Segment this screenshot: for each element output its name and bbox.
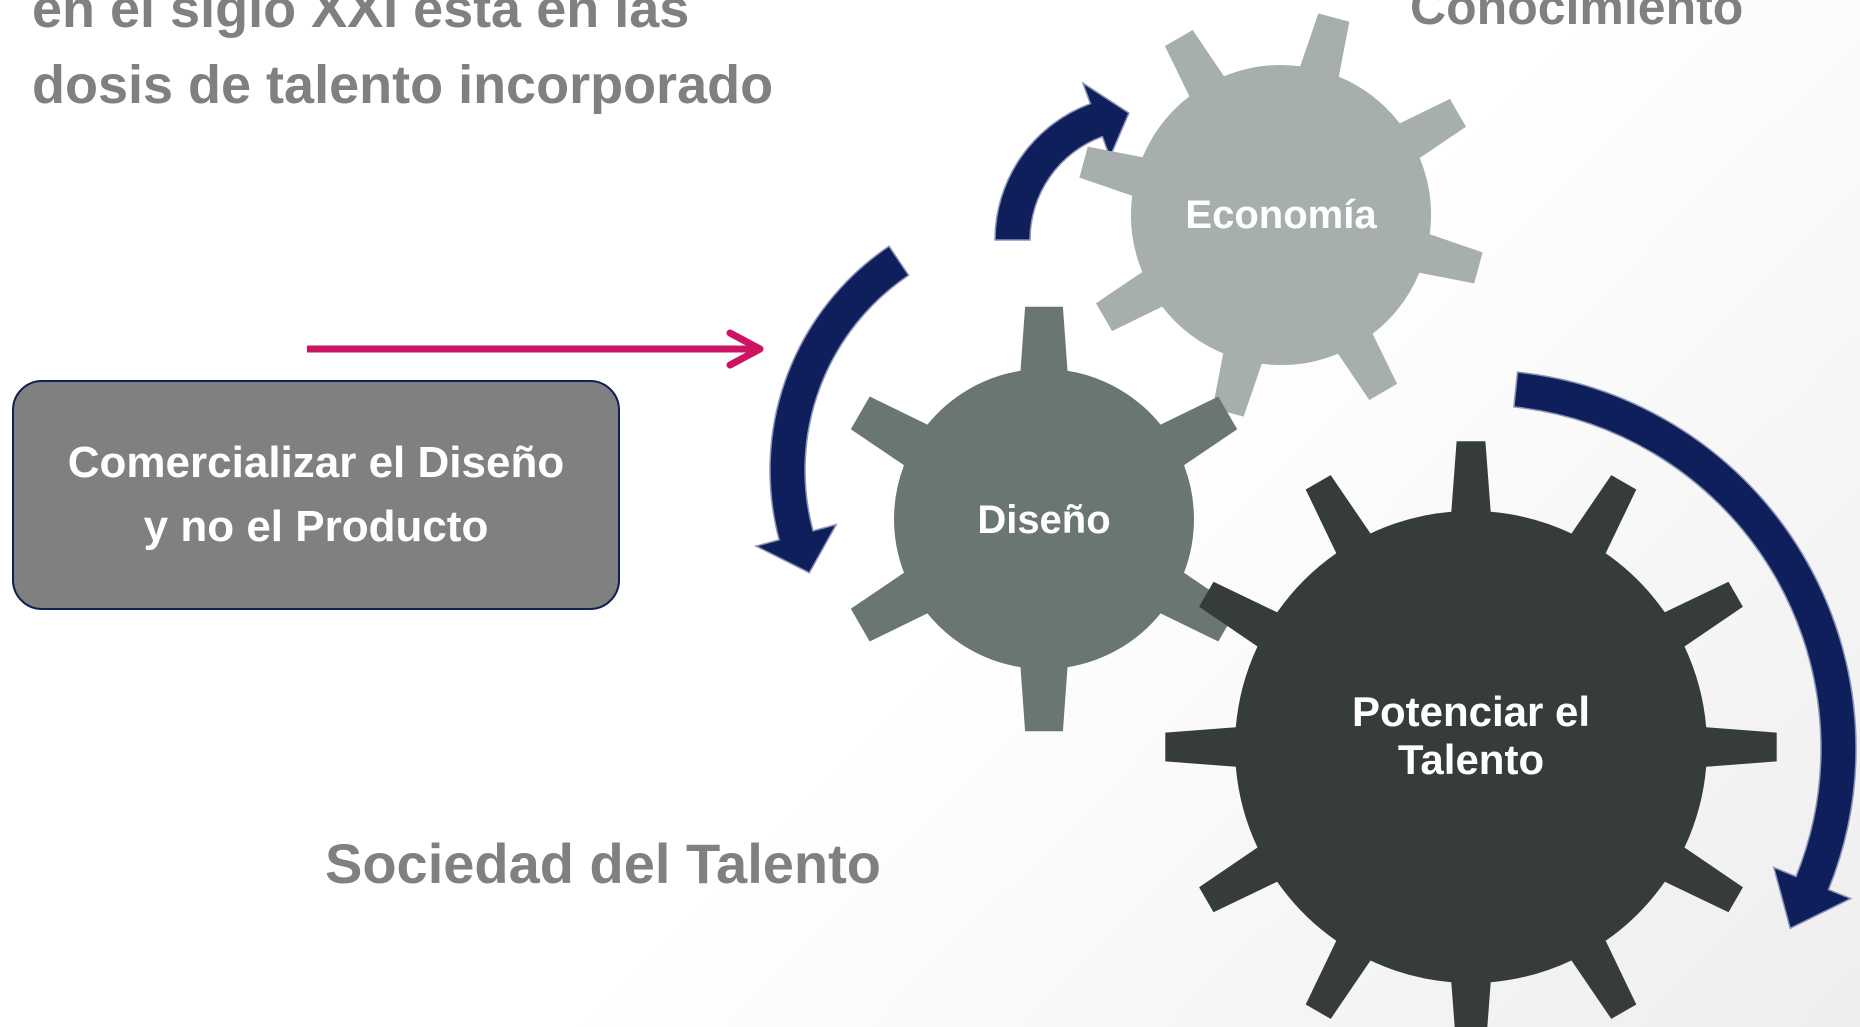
callout-box: Comercializar el Diseño y no el Producto [12, 380, 620, 610]
gear-economia: Economía [1079, 13, 1483, 417]
heading-line-2: dosis de talento incorporado [32, 55, 774, 115]
callout-text: Comercializar el Diseño y no el Producto [68, 431, 564, 559]
gear-diseno-shape [850, 306, 1238, 732]
heading-line-1: en el siglo XXI está en las [32, 0, 690, 39]
gear-talento: Potenciar el Talento [1165, 441, 1777, 1027]
gear-diseno-label: Diseño [977, 498, 1110, 542]
callout-line-2: y no el Producto [143, 502, 489, 551]
bottom-label: Sociedad del Talento [325, 832, 881, 895]
top-right-label: Conocimiento [1410, 0, 1744, 35]
gear-talento-shape [1165, 441, 1777, 1027]
cycle-arrow-left [753, 245, 910, 574]
cycle-arrow-right [1513, 371, 1857, 930]
cycle-arrow-top [994, 81, 1130, 241]
pointer-arrow-head [726, 329, 764, 369]
gear-economia-shape [1079, 13, 1483, 417]
gear-economia-label: Economía [1185, 193, 1377, 237]
pointer-arrow [307, 329, 764, 369]
gear-talento-label-line-2: Talento [1398, 736, 1544, 783]
gear-talento-label-line-1: Potenciar el [1352, 688, 1590, 735]
gear-diseno: Diseño [850, 306, 1238, 732]
callout-line-1: Comercializar el Diseño [67, 438, 565, 487]
